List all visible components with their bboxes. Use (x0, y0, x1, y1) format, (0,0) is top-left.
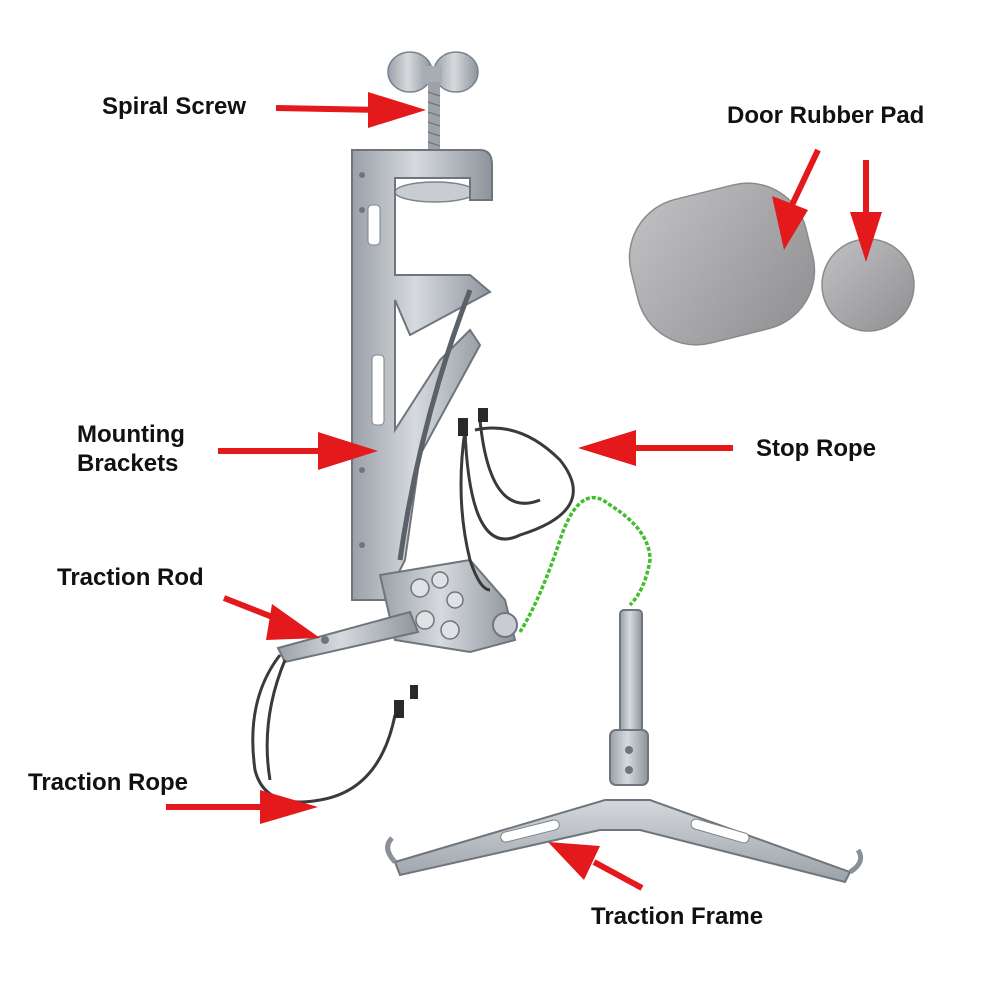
label-mounting-brackets-line1: Mounting (77, 421, 185, 448)
mounting-bracket (351, 149, 493, 601)
green-rope (518, 495, 652, 633)
arrow-stop-rope (578, 430, 733, 466)
traction-rope (251, 654, 418, 804)
door-rubber-pads (628, 182, 915, 346)
label-mounting-brackets: Mounting Brackets (77, 420, 185, 478)
label-spiral-screw: Spiral Screw (102, 93, 247, 120)
label-traction-frame: Traction Frame (591, 903, 764, 930)
traction-frame (385, 609, 864, 884)
label-door-rubber-pad: Door Rubber Pad (727, 102, 925, 129)
ratchet-mechanism (378, 558, 518, 654)
arrow-spiral-screw (275, 92, 426, 128)
label-traction-rod: Traction Rod (57, 564, 204, 591)
arrow-door-pad-right (850, 160, 882, 262)
traction-rod (276, 610, 420, 664)
arrow-traction-rod (222, 595, 320, 640)
arrow-door-pad-left (772, 148, 821, 250)
label-stop-rope: Stop Rope (756, 435, 876, 462)
label-traction-rope: Traction Rope (28, 769, 189, 796)
spiral-screw (387, 51, 479, 203)
pointer-arrows (166, 92, 882, 891)
arrow-mounting-brackets (218, 432, 378, 470)
label-mounting-brackets-line2: Brackets (77, 450, 179, 477)
arrow-traction-frame (548, 842, 644, 891)
stop-rope (458, 408, 575, 592)
arrow-traction-rope (166, 790, 318, 824)
